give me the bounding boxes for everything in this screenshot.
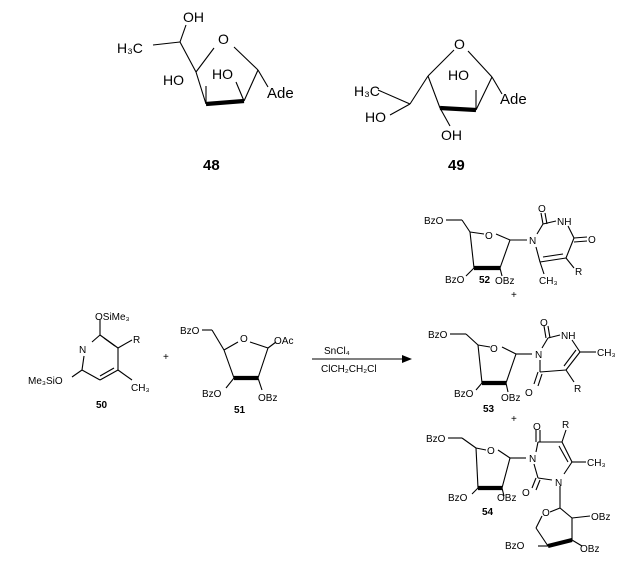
- ho-label-1: HO: [163, 72, 184, 88]
- compound-number-51: 51: [234, 405, 246, 416]
- bzo-label-1: BzO: [426, 434, 446, 445]
- osime3-label: OSiMe₃: [95, 312, 130, 323]
- bzo-label-3: BzO: [505, 541, 525, 552]
- carbonyl-oxygen-label-1: O: [533, 422, 541, 433]
- ch3-label: CH₃: [597, 348, 616, 359]
- r-label: R: [562, 420, 569, 431]
- plus-sign: +: [511, 414, 517, 425]
- bzo-label-1: BzO: [428, 330, 448, 341]
- compound-52: BzO O O NH N O BzO OBz CH₃ R 52: [424, 204, 596, 287]
- compound-number-50: 50: [96, 400, 108, 411]
- h3c-label: H₃C: [117, 40, 143, 56]
- ade-label: Ade: [267, 85, 294, 102]
- nitrogen-label-2: N: [555, 478, 562, 489]
- compound-54: R BzO O O N CH₃ BzO OBz O N O OBz BzO OB…: [426, 420, 610, 555]
- r-label: R: [133, 335, 140, 346]
- reaction-arrow: SnCl₄ ClCH₂CH₂Cl: [312, 346, 412, 375]
- compound-number-48: 48: [203, 157, 220, 174]
- r-label: R: [574, 384, 581, 395]
- ring-oxygen-label: O: [490, 344, 498, 355]
- nitrogen-label: N: [529, 236, 536, 247]
- bzo-label-2: BzO: [448, 493, 468, 504]
- me3sio-label: Me₃SiO: [28, 376, 63, 387]
- ch3-label: CH₃: [587, 458, 606, 469]
- obz-label: OBz: [258, 393, 277, 404]
- ade-label: Ade: [500, 91, 527, 108]
- ho-label-2: HO: [212, 66, 233, 82]
- compound-48: H₃C OH O HO HO Ade 48: [117, 9, 294, 174]
- ho-label-1: HO: [448, 67, 469, 83]
- carbonyl-oxygen-label-2: O: [588, 235, 596, 246]
- compound-51: BzO O OAc BzO OBz 51: [180, 326, 293, 416]
- bzo-label-2: BzO: [454, 389, 474, 400]
- obz-label-3: OBz: [580, 544, 599, 555]
- h3c-label: H₃C: [354, 83, 380, 99]
- compound-number-52: 52: [479, 275, 491, 286]
- bzo-label-1: BzO: [424, 216, 444, 227]
- carbonyl-oxygen-label-2: O: [525, 388, 533, 399]
- carbonyl-oxygen-label-1: O: [540, 318, 548, 329]
- ring-oxygen-label: O: [240, 334, 248, 345]
- bzo-label-2: BzO: [202, 389, 222, 400]
- carbonyl-oxygen-label-1: O: [538, 204, 546, 215]
- nh-label: NH: [557, 217, 571, 228]
- oh-label: OH: [183, 9, 204, 25]
- compound-53: BzO O O NH N CH₃ BzO OBz O R 53: [428, 318, 616, 415]
- compound-number-49: 49: [448, 157, 465, 174]
- oh-label: OH: [441, 127, 462, 143]
- compound-number-54: 54: [482, 507, 494, 518]
- ch3-label: CH₃: [539, 276, 558, 287]
- nitrogen-label: N: [79, 345, 86, 356]
- plus-sign: +: [511, 290, 517, 301]
- solvent-label: ClCH₂CH₂Cl: [321, 364, 377, 375]
- plus-sign: +: [163, 352, 169, 363]
- reagent-label: SnCl₄: [324, 346, 350, 357]
- bzo-label-1: BzO: [180, 326, 200, 337]
- obz-label: OBz: [495, 276, 514, 287]
- obz-label-1: OBz: [497, 493, 516, 504]
- compound-number-53: 53: [483, 404, 495, 415]
- obz-label-2: OBz: [591, 512, 610, 523]
- compound-50: OSiMe₃ N R Me₃SiO CH₃ 50: [28, 312, 150, 411]
- ring-oxygen-label: O: [218, 31, 229, 47]
- compound-49: O H₃C HO HO OH Ade 49: [354, 36, 527, 174]
- nitrogen-label-1: N: [529, 454, 536, 465]
- ch3-label: CH₃: [131, 383, 150, 394]
- ring-oxygen-label-2: O: [542, 508, 550, 519]
- ho-label-2: HO: [365, 109, 386, 125]
- r-label: R: [575, 267, 582, 278]
- obz-label: OBz: [501, 393, 520, 404]
- bzo-label-2: BzO: [445, 275, 465, 286]
- carbonyl-oxygen-label-2: O: [522, 488, 530, 499]
- nitrogen-label: N: [535, 350, 542, 361]
- ring-oxygen-label: O: [485, 231, 493, 242]
- nh-label: NH: [561, 331, 575, 342]
- ring-oxygen-label-1: O: [487, 446, 495, 457]
- ring-oxygen-label: O: [454, 36, 465, 52]
- oac-label: OAc: [274, 336, 293, 347]
